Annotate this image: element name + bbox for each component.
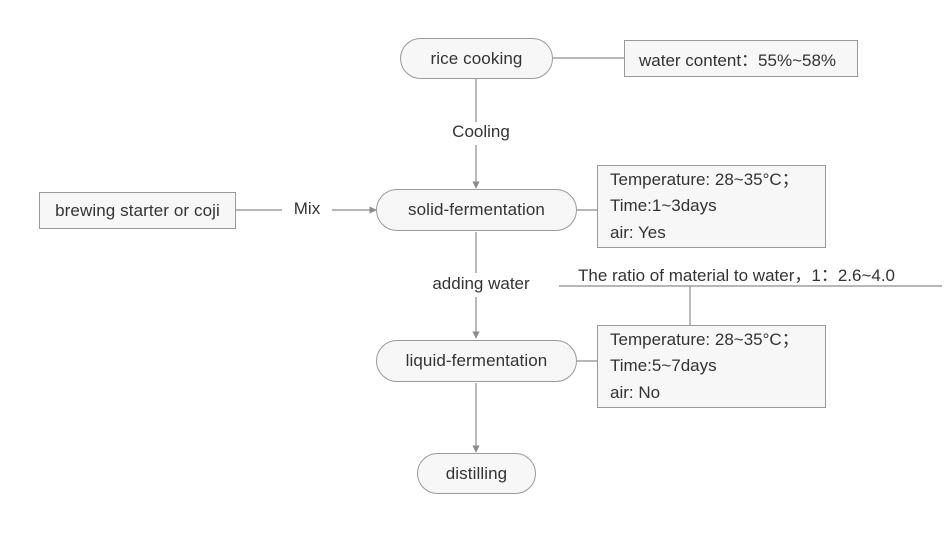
annotation-ratio-text: The ratio of material to water，1：2.6~4.0 — [578, 266, 896, 285]
node-liquid-fermentation[interactable]: liquid-fermentation — [376, 340, 577, 382]
node-rice-cooking[interactable]: rice cooking — [400, 38, 553, 79]
annotation-solid-temperature: Temperature: 28~35°C； — [610, 169, 799, 189]
node-distilling[interactable]: distilling — [417, 453, 536, 494]
node-solid-fermentation-label: solid-fermentation — [408, 200, 545, 219]
edge-label-mix: Mix — [282, 199, 332, 219]
annotation-liquid-temperature: Temperature: 28~35°C； — [610, 329, 799, 349]
annotation-solid-time: Time:1~3days — [610, 196, 717, 216]
node-distilling-label: distilling — [445, 463, 508, 483]
annotation-liquid-time: Time:5~7days — [610, 356, 717, 376]
annotation-water-content: water content：55%~58% — [624, 40, 858, 77]
edge-label-cooling: Cooling — [435, 122, 527, 142]
annotation-solid-conditions: Temperature: 28~35°C； Time:1~3days air: … — [597, 165, 826, 248]
annotation-solid-air: air: Yes — [610, 222, 666, 242]
node-solid-fermentation[interactable]: solid-fermentation — [376, 189, 577, 231]
annotation-liquid-air: air: No — [610, 382, 661, 402]
annotation-liquid-conditions: Temperature: 28~35°C； Time:5~7days air: … — [597, 325, 826, 408]
node-brewing-starter[interactable]: brewing starter or coji — [39, 192, 236, 229]
node-liquid-fermentation-label: liquid-fermentation — [405, 351, 548, 370]
edge-label-adding-water: adding water — [403, 274, 559, 294]
node-rice-cooking-label: rice cooking — [430, 48, 523, 68]
node-brewing-starter-label: brewing starter or coji — [55, 200, 220, 220]
annotation-water-content-text: water content：55%~58% — [639, 51, 837, 70]
